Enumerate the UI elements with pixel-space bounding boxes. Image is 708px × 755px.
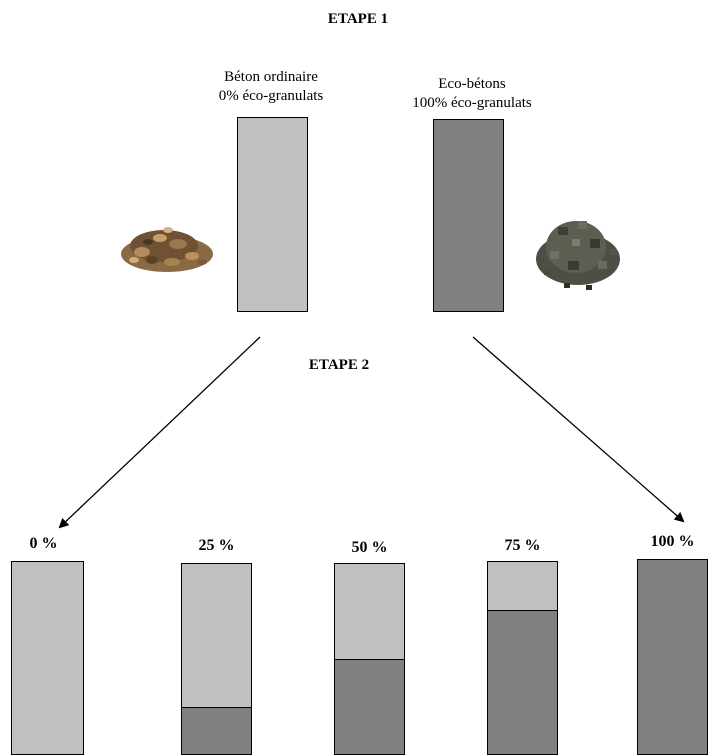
mix-bar-eco-fill-2 [335, 659, 404, 754]
mix-bar-eco-fill-1 [182, 707, 251, 755]
mix-bar-3 [487, 561, 558, 755]
mix-bar-1 [181, 563, 252, 755]
mix-label-1: 25 % [167, 537, 267, 555]
mix-label-2: 50 % [320, 539, 420, 557]
mix-bar-2 [334, 563, 405, 755]
mix-bar-eco-fill-3 [488, 610, 557, 754]
mix-label-4: 100 % [623, 533, 708, 551]
mix-label-3: 75 % [473, 537, 573, 555]
arrow-to-0-percent [60, 337, 260, 527]
mix-bar-0 [11, 561, 84, 755]
mix-bar-4 [637, 559, 708, 755]
mix-bar-eco-fill-4 [638, 560, 707, 754]
mix-label-0: 0 % [0, 535, 94, 553]
arrow-to-100-percent [473, 337, 683, 521]
